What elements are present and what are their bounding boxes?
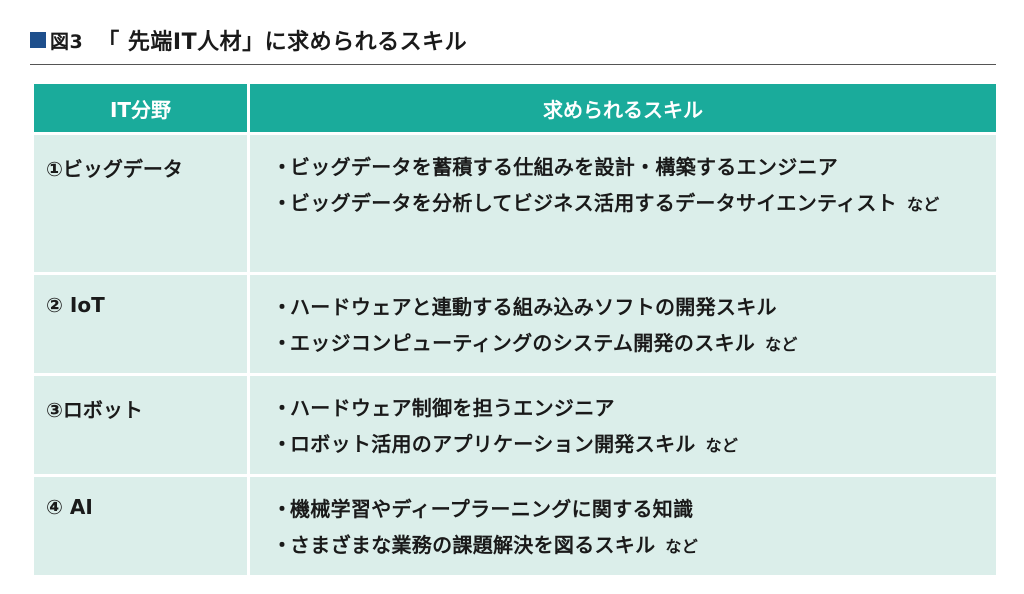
skill-cell: ・ ビッグデータを蓄積する仕組みを設計・構築するエンジニア ・ ビッグデータを分… <box>250 132 996 272</box>
bullet-icon: ・ <box>272 533 293 557</box>
skill-text: 機械学習やディープラーニングに関する知識 <box>290 497 694 521</box>
bullet-icon: ・ <box>272 432 293 456</box>
etc-suffix: など <box>705 436 739 455</box>
skill-cell: ・ 機械学習やディープラーニングに関する知識 ・ さまざまな業務の課題解決を図る… <box>250 474 996 575</box>
skill-text: ロボット活用のアプリケーション開発スキル <box>290 432 696 456</box>
field-cell: ② IoT <box>34 272 250 373</box>
skill-list: ・ ハードウェア制御を担うエンジニア ・ ロボット活用のアプリケーション開発スキ… <box>272 390 976 464</box>
bullet-icon: ・ <box>272 295 293 319</box>
figure-label: 図3 <box>50 30 84 53</box>
skill-item: ・ ビッグデータを蓄積する仕組みを設計・構築するエンジニア <box>272 149 976 185</box>
skill-item: ・ ロボット活用のアプリケーション開発スキルなど <box>272 426 976 464</box>
skill-item: ・ さまざまな業務の課題解決を図るスキルなど <box>272 527 976 565</box>
skill-cell: ・ ハードウェアと連動する組み込みソフトの開発スキル ・ エッジコンピューティン… <box>250 272 996 373</box>
header-divider <box>30 64 996 65</box>
bullet-icon: ・ <box>272 331 293 355</box>
skill-cell: ・ ハードウェア制御を担うエンジニア ・ ロボット活用のアプリケーション開発スキ… <box>250 373 996 474</box>
bullet-icon: ・ <box>272 155 293 179</box>
skill-text: エッジコンピューティングのシステム開発のスキル <box>290 331 756 355</box>
column-header-field: IT分野 <box>34 84 250 132</box>
skill-list: ・ 機械学習やディープラーニングに関する知識 ・ さまざまな業務の課題解決を図る… <box>272 491 976 565</box>
field-cell: ①ビッグデータ <box>34 132 250 272</box>
column-header-skills: 求められるスキル <box>250 84 996 132</box>
skill-list: ・ ハードウェアと連動する組み込みソフトの開発スキル ・ エッジコンピューティン… <box>272 289 976 363</box>
square-marker-icon <box>30 32 46 48</box>
table-row: ①ビッグデータ ・ ビッグデータを蓄積する仕組みを設計・構築するエンジニア ・ … <box>34 132 996 272</box>
bullet-icon: ・ <box>272 396 293 420</box>
skill-text: ビッグデータを蓄積する仕組みを設計・構築するエンジニア <box>290 155 839 179</box>
etc-suffix: など <box>765 335 798 354</box>
etc-suffix: など <box>665 537 699 556</box>
table-header-row: IT分野 求められるスキル <box>34 84 996 132</box>
table-row: ④ AI ・ 機械学習やディープラーニングに関する知識 ・ さまざまな業務の課題… <box>34 474 996 575</box>
skill-item: ・ 機械学習やディープラーニングに関する知識 <box>272 491 976 527</box>
field-cell: ④ AI <box>34 474 250 575</box>
bullet-icon: ・ <box>272 497 293 521</box>
skill-item: ・ ビッグデータを分析してビジネス活用するデータサイエンティストなど <box>272 185 976 223</box>
bullet-icon: ・ <box>272 191 293 215</box>
skills-table: IT分野 求められるスキル ①ビッグデータ ・ ビッグデータを蓄積する仕組みを設… <box>34 84 996 575</box>
skill-text: さまざまな業務の課題解決を図るスキル <box>290 533 656 557</box>
skill-text: ハードウェアと連動する組み込みソフトの開発スキル <box>290 295 777 319</box>
figure-title: 「 先端IT人材」に求められるスキル <box>97 30 468 55</box>
skill-text: ハードウェア制御を担うエンジニア <box>290 396 615 420</box>
etc-suffix: など <box>907 195 940 214</box>
figure-header: 図3 「 先端IT人材」に求められるスキル <box>30 24 467 56</box>
skill-list: ・ ビッグデータを蓄積する仕組みを設計・構築するエンジニア ・ ビッグデータを分… <box>272 149 976 223</box>
table-row: ② IoT ・ ハードウェアと連動する組み込みソフトの開発スキル ・ エッジコン… <box>34 272 996 373</box>
skill-item: ・ ハードウェア制御を担うエンジニア <box>272 390 976 426</box>
skill-item: ・ ハードウェアと連動する組み込みソフトの開発スキル <box>272 289 976 325</box>
field-cell: ③ロボット <box>34 373 250 474</box>
skill-text: ビッグデータを分析してビジネス活用するデータサイエンティスト <box>290 191 897 215</box>
table-row: ③ロボット ・ ハードウェア制御を担うエンジニア ・ ロボット活用のアプリケーシ… <box>34 373 996 474</box>
skill-item: ・ エッジコンピューティングのシステム開発のスキルなど <box>272 325 976 363</box>
